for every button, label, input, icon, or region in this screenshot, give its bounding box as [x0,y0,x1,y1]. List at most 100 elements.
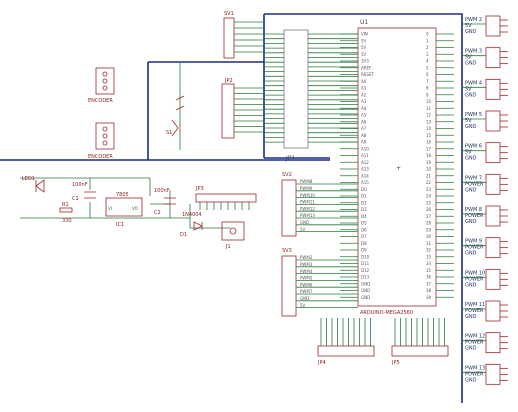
header-sv3-label: SV3 [282,248,292,254]
mcu-right-pin-label: 1 [426,38,429,43]
bus-lines [0,13,463,403]
pwm-connector-body [485,78,501,100]
cap1-ref: C1 [72,196,79,202]
mcu-left-pin-label: RESET [361,72,374,77]
mcu-right-pin-label: 19 [426,160,432,165]
header-jp1-label: JP1 [285,155,295,162]
mcu-right-pin-label: 3 [426,52,429,57]
mcu-right-pin-label: 0 [426,32,429,37]
pwm-connector-body [485,15,501,37]
switch-s1: S1 [166,62,185,150]
pwm-connector-body [485,205,501,227]
mcu-left-pin-label: D11 [361,261,370,266]
mcu-left-pin-label: GND [361,295,370,300]
mcu-right-pin-label: 20 [426,167,432,172]
mcu-right-pin-label: 30 [426,234,432,239]
mcu-left-pin-label: 5V [361,38,367,43]
connector-net-label: 5V [300,303,306,308]
mcu-right-pin-label: 5 [426,65,429,70]
mcu-right-pin-label: 11 [426,106,432,111]
pwm-gnd-label: GND [465,377,477,383]
mcu-left-pin-label: A12 [361,160,369,165]
pwm-gnd-label: GND [465,346,477,352]
connector-net-label: PWM7 [300,289,313,294]
mcu-left-pin-label: A1 [361,86,367,91]
mcu-left-pin-label: GND [361,288,370,293]
pwm-gnd-label: GND [465,219,477,225]
mcu-right-pin-label: 7 [426,79,429,84]
pwm-signal-label: PWM 5 [465,112,482,118]
mcu-left-pin-label: A3 [361,99,367,104]
switch-s1-label: S1 [166,130,172,136]
pwm-net-label: POWER [465,245,484,251]
pwm-net-label: 5V [465,150,472,156]
mcu-right-pin-label: 13 [426,119,432,124]
pwm-signal-label: PWM 4 [465,80,482,86]
mcu-right-pin-label: 12 [426,113,432,118]
pwm-connector-body [485,110,501,132]
mcu-right-pin-label: 17 [426,146,432,151]
pwm-gnd-label: GND [465,61,477,67]
pwm-signal-label: PWM 8 [465,207,482,213]
mcu-left-pin-label: D1 [361,194,367,199]
mcu-left-pin-label: A8 [361,133,367,138]
cap2-value: 100nF [154,188,170,194]
mcu-right-pin-label: 16 [426,140,432,145]
cap2-ref: C2 [154,210,161,216]
encoder-1-label: ENCODER [88,98,113,104]
header-sv2-label: SV2 [282,172,292,178]
diode-part: 1N4004 [182,212,202,218]
mcu-right-pin-label: 2 [426,45,429,50]
connector-net-label: PWM13 [300,213,315,218]
mcu-left-pin-label: D7 [361,234,367,239]
regulator-ref: IC1 [116,222,124,228]
pwm-net-label: 5V [465,23,472,29]
pwm-connector-body [485,268,501,290]
encoder-2-label: ENCODER [88,154,113,160]
header-jp3: JP3 [195,186,257,210]
diode-ref: D1 [180,232,187,238]
mcu-left-pin-label: VIN [361,32,368,37]
mcu-left-pin-label: D10 [361,254,370,259]
header-jp3-label: JP3 [195,186,204,192]
mcu-right-pin-label: 27 [426,214,432,219]
pwm-gnd-label: GND [465,29,477,35]
svg-text:+: + [396,165,401,172]
pwm-connector-body [485,142,501,164]
connector-net-label: 5V [300,227,306,232]
pwm-net-label: POWER [465,213,484,219]
mcu-right-pin-label: 10 [426,99,432,104]
mcu-right-pin-label: 38 [426,288,432,293]
mcu-left-pin-label: D2 [361,200,367,205]
mcu-left-pin-label: D3 [361,207,367,212]
encoder-2: ENCODER [88,122,115,160]
pwm-net-label: 5V [465,118,472,124]
mcu-right-pin-label: 37 [426,281,432,286]
svg-text:VI: VI [108,206,112,211]
header-jp5: JP5 [391,318,449,366]
mcu-right-pin-label: 21 [426,173,432,178]
mcu-left-pin-label: A9 [361,140,367,145]
header-sv1: SV1 [223,11,264,59]
mcu-part: ARDUINO-MEGA2560 [360,310,413,316]
svg-text:VO: VO [132,206,138,211]
mcu-right-pin-label: 8 [426,86,429,91]
mcu-right-pin-label: 32 [426,248,432,253]
mcu-right-pin-label: 4 [426,59,429,64]
pwm-signal-label: PWM 6 [465,144,482,150]
mcu-right-pin-label: 23 [426,187,432,192]
pwm-signal-label: PWM 11 [465,302,485,308]
pwm-gnd-label: GND [465,156,477,162]
mcu-right-pin-label: 18 [426,153,432,158]
mcu-right-pin-label: 9 [426,92,429,97]
pwm-connector-body [485,363,501,385]
mcu-left-pin-label: A6 [361,119,367,124]
connector-net-label: PWM11 [300,200,315,205]
